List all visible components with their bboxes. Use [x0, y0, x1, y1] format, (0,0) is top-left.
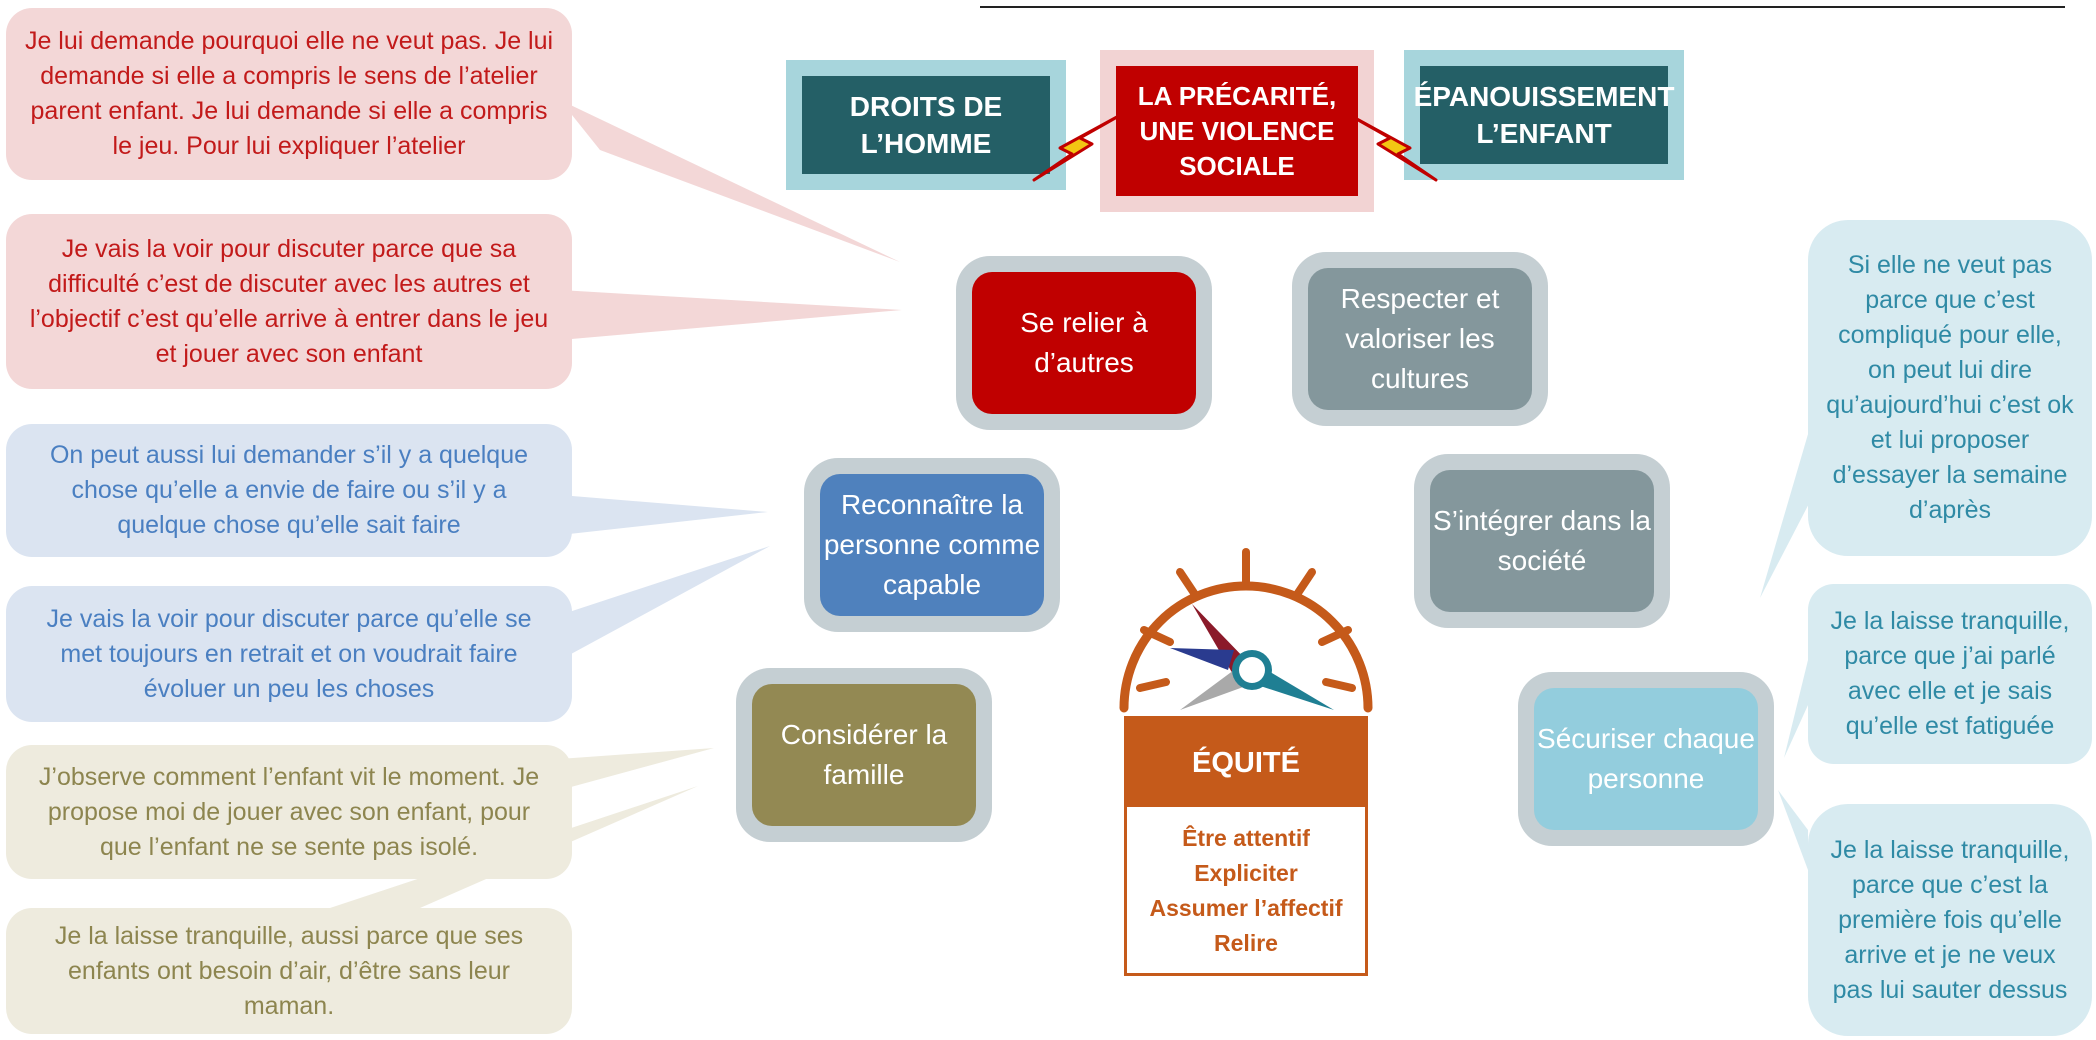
- node-s-integrer: S’intégrer dans la société: [1414, 454, 1670, 628]
- speech-bubble: J’observe comment l’enfant vit le moment…: [6, 745, 572, 879]
- equite-item: Assumer l’affectif: [1149, 895, 1343, 921]
- header-box-left: DROITS DE L’HOMME: [786, 60, 1066, 190]
- node-label: Reconnaître la personne comme capable: [820, 474, 1044, 616]
- speech-bubble-text: Je la laisse tranquille, parce que j’ai …: [1830, 607, 2070, 740]
- node-securiser: Sécuriser chaque personne: [1518, 672, 1774, 846]
- speech-bubble-text: Je vais la voir pour discuter parce qu’e…: [46, 604, 532, 703]
- node-se-relier: Se relier à d’autres: [956, 256, 1212, 430]
- top-rule-line: [980, 6, 2065, 8]
- speech-bubble-text: Je lui demande pourquoi elle ne veut pas…: [24, 27, 554, 160]
- speech-bubble-text: On peut aussi lui demander s’il y a quel…: [49, 441, 529, 539]
- node-label: Se relier à d’autres: [972, 272, 1196, 414]
- header-left-label: DROITS DE L’HOMME: [802, 76, 1050, 174]
- lightning-bolt-icon: [1032, 110, 1128, 182]
- speech-bubble: Si elle ne veut pas parce que c’est comp…: [1808, 220, 2092, 556]
- node-label: Considérer la famille: [752, 684, 976, 826]
- bubble-tail: [1778, 790, 1808, 870]
- compass-gauge-icon: [1119, 548, 1373, 713]
- equite-item: Relire: [1214, 930, 1278, 956]
- equite-item: Expliciter: [1194, 860, 1298, 886]
- speech-bubble: Je lui demande pourquoi elle ne veut pas…: [6, 8, 572, 180]
- speech-bubble-text: Je la laisse tranquille, parce que c’est…: [1830, 835, 2070, 1004]
- speech-bubble: Je vais la voir pour discuter parce qu’e…: [6, 586, 572, 722]
- speech-bubble: Je la laisse tranquille, parce que c’est…: [1808, 804, 2092, 1036]
- node-considerer: Considérer la famille: [736, 668, 992, 842]
- equite-box: ÉQUITÉ Être attentif Expliciter Assumer …: [1124, 716, 1368, 976]
- bubble-tail: [560, 546, 770, 660]
- header-right-label: ÉPANOUISSEMENT L’ENFANT: [1414, 66, 1674, 164]
- speech-bubble: Je vais la voir pour discuter parce que …: [6, 214, 572, 389]
- equite-title: ÉQUITÉ: [1127, 719, 1365, 807]
- header-box-center: LA PRÉCARITÉ, UNE VIOLENCE SOCIALE: [1100, 50, 1374, 212]
- node-label: S’intégrer dans la société: [1430, 470, 1654, 612]
- bubble-tail: [560, 100, 900, 262]
- speech-bubble-text: Je la laisse tranquille, aussi parce que…: [54, 921, 524, 1020]
- header-box-right: ÉPANOUISSEMENT L’ENFANT: [1404, 50, 1684, 180]
- speech-bubble-text: Si elle ne veut pas parce que c’est comp…: [1826, 251, 2074, 524]
- speech-bubble: Je la laisse tranquille, aussi parce que…: [6, 908, 572, 1034]
- node-reconnaitre: Reconnaître la personne comme capable: [804, 458, 1060, 632]
- speech-bubble-text: J’observe comment l’enfant vit le moment…: [38, 762, 540, 861]
- node-label: Sécuriser chaque personne: [1534, 688, 1758, 830]
- header-center-label: LA PRÉCARITÉ, UNE VIOLENCE SOCIALE: [1116, 66, 1358, 196]
- bubble-tail: [1784, 660, 1808, 758]
- bubble-tail: [560, 495, 768, 535]
- speech-bubble-text: Je vais la voir pour discuter parce que …: [29, 234, 549, 368]
- bubble-tail: [545, 748, 714, 790]
- equite-item: Être attentif: [1182, 825, 1310, 851]
- bubble-tail: [560, 290, 902, 340]
- equite-list: Être attentif Expliciter Assumer l’affec…: [1127, 807, 1365, 961]
- speech-bubble: On peut aussi lui demander s’il y a quel…: [6, 424, 572, 557]
- speech-bubble: Je la laisse tranquille, parce que j’ai …: [1808, 584, 2092, 764]
- lightning-bolt-icon: [1342, 110, 1438, 182]
- node-label: Respecter et valoriser les cultures: [1308, 268, 1532, 410]
- node-respecter-valoriser: Respecter et valoriser les cultures: [1292, 252, 1548, 426]
